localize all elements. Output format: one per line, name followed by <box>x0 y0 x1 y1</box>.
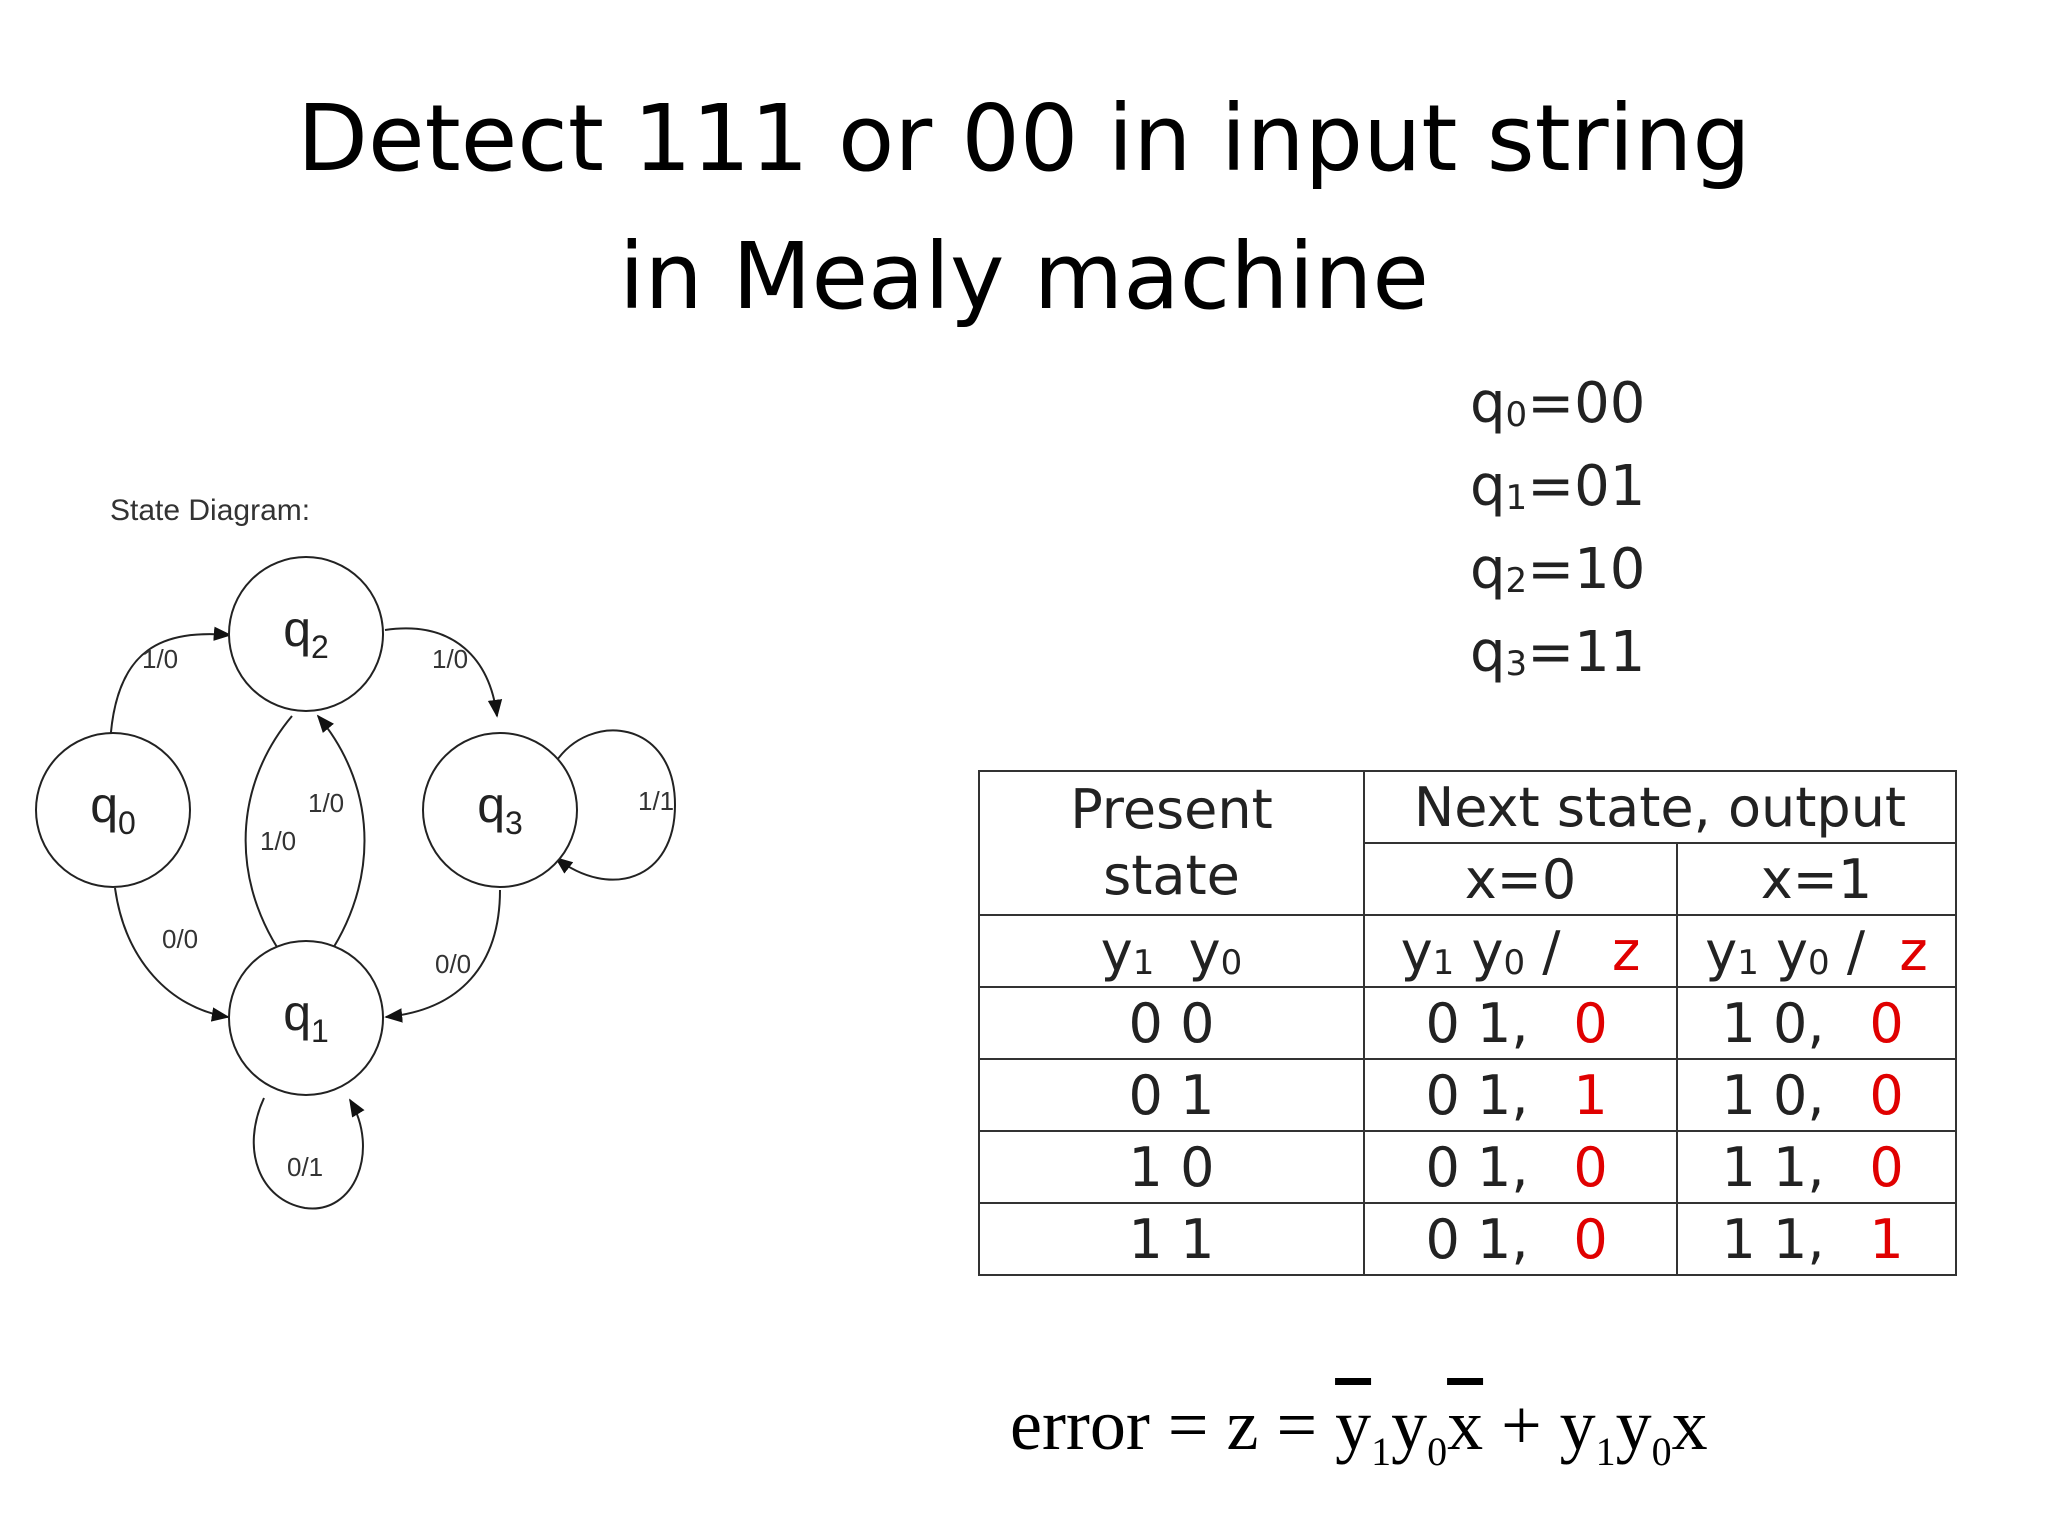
table-row: 1 0 0 1,0 1 1,0 <box>978 1130 1957 1204</box>
label-q1-q1: 0/1 <box>287 1152 323 1182</box>
slide-title: Detect 111 or 00 in input string in Meal… <box>0 70 2048 346</box>
label-q2-q1: 1/0 <box>260 826 296 856</box>
x1-cell: 1 0,0 <box>1676 986 1957 1060</box>
x1-cell: 1 1,1 <box>1676 1202 1957 1276</box>
variable-header-row: y1 y0 y1 y0 / z y1 y0 / z <box>978 914 1957 988</box>
x1-cell: 1 1,0 <box>1676 1130 1957 1204</box>
present-cell: 0 0 <box>978 986 1365 1060</box>
title-line-1: Detect 111 or 00 in input string <box>297 85 1751 192</box>
table-row: 0 1 0 1,1 1 0,0 <box>978 1058 1957 1132</box>
self-loop-q1 <box>252 1097 365 1210</box>
state-table: Present state Next state, output x=0 x=1… <box>978 770 1957 1276</box>
equation-plus: + <box>1483 1385 1560 1465</box>
encoding-row: q0=00 <box>1470 371 1646 436</box>
label-q0-q2: 1/0 <box>142 644 178 674</box>
encoding-row: q1=01 <box>1470 454 1646 519</box>
edge-q1-q2 <box>316 714 366 971</box>
label-q0-q1: 0/0 <box>162 924 198 954</box>
state-encodings: q0=00 q1=01 q2=10 q3=11 <box>1470 368 1645 700</box>
state-q0-circle <box>35 732 191 888</box>
label-q1-q2: 1/0 <box>308 788 344 818</box>
equation-lhs: error = z = <box>1010 1385 1336 1465</box>
x0-cell: 0 1,0 <box>1363 986 1678 1060</box>
encoding-row: q2=10 <box>1470 537 1646 602</box>
diagram-heading: State Diagram: <box>110 494 310 527</box>
x0-cell: 0 1,0 <box>1363 1130 1678 1204</box>
x0-cell: 0 1,0 <box>1363 1202 1678 1276</box>
state-q2-label: q2 <box>283 601 329 665</box>
edge-q0-q1 <box>114 887 230 1022</box>
label-q3-q1: 0/0 <box>435 949 471 979</box>
x0-vars: y1 y0 / z <box>1363 914 1678 988</box>
table-row: 1 1 0 1,0 1 1,1 <box>978 1202 1957 1276</box>
label-q2-q3: 1/0 <box>432 644 468 674</box>
state-q3-circle <box>422 732 578 888</box>
edge-q0-q2 <box>109 626 232 746</box>
edge-q3-q1 <box>384 889 501 1023</box>
state-q0-label: q0 <box>90 777 136 841</box>
present-cell: 1 1 <box>978 1202 1365 1276</box>
edge-q2-q1 <box>244 715 295 972</box>
state-q2-circle <box>228 556 384 712</box>
self-loop-q3 <box>554 729 677 881</box>
x1-cell: 1 0,0 <box>1676 1058 1957 1132</box>
state-q3-label: q3 <box>477 777 523 841</box>
x1-header: x=1 <box>1676 842 1957 916</box>
table-row: 0 0 0 1,0 1 0,0 <box>978 986 1957 1060</box>
present-cell: 1 0 <box>978 1130 1365 1204</box>
next-state-header: Next state, output <box>1363 770 1957 844</box>
error-equation: error = z = y1y0x + y1y0x <box>1010 1385 1708 1474</box>
edge-q2-q3 <box>384 627 503 718</box>
present-state-header: Present state <box>978 770 1365 916</box>
x0-cell: 0 1,1 <box>1363 1058 1678 1132</box>
state-q1-label: q1 <box>283 985 329 1049</box>
encoding-row: q3=11 <box>1470 620 1646 685</box>
state-q1-circle <box>228 940 384 1096</box>
x0-header: x=0 <box>1363 842 1678 916</box>
label-q3-q3: 1/1 <box>638 786 674 816</box>
present-cell: 0 1 <box>978 1058 1365 1132</box>
state-diagram: State Diagram: q0 q2 q3 q1 1/0 0/0 1/0 1… <box>35 494 677 1210</box>
x1-vars: y1 y0 / z <box>1676 914 1957 988</box>
present-vars: y1 y0 <box>978 914 1365 988</box>
title-line-2: in Mealy machine <box>618 223 1430 330</box>
